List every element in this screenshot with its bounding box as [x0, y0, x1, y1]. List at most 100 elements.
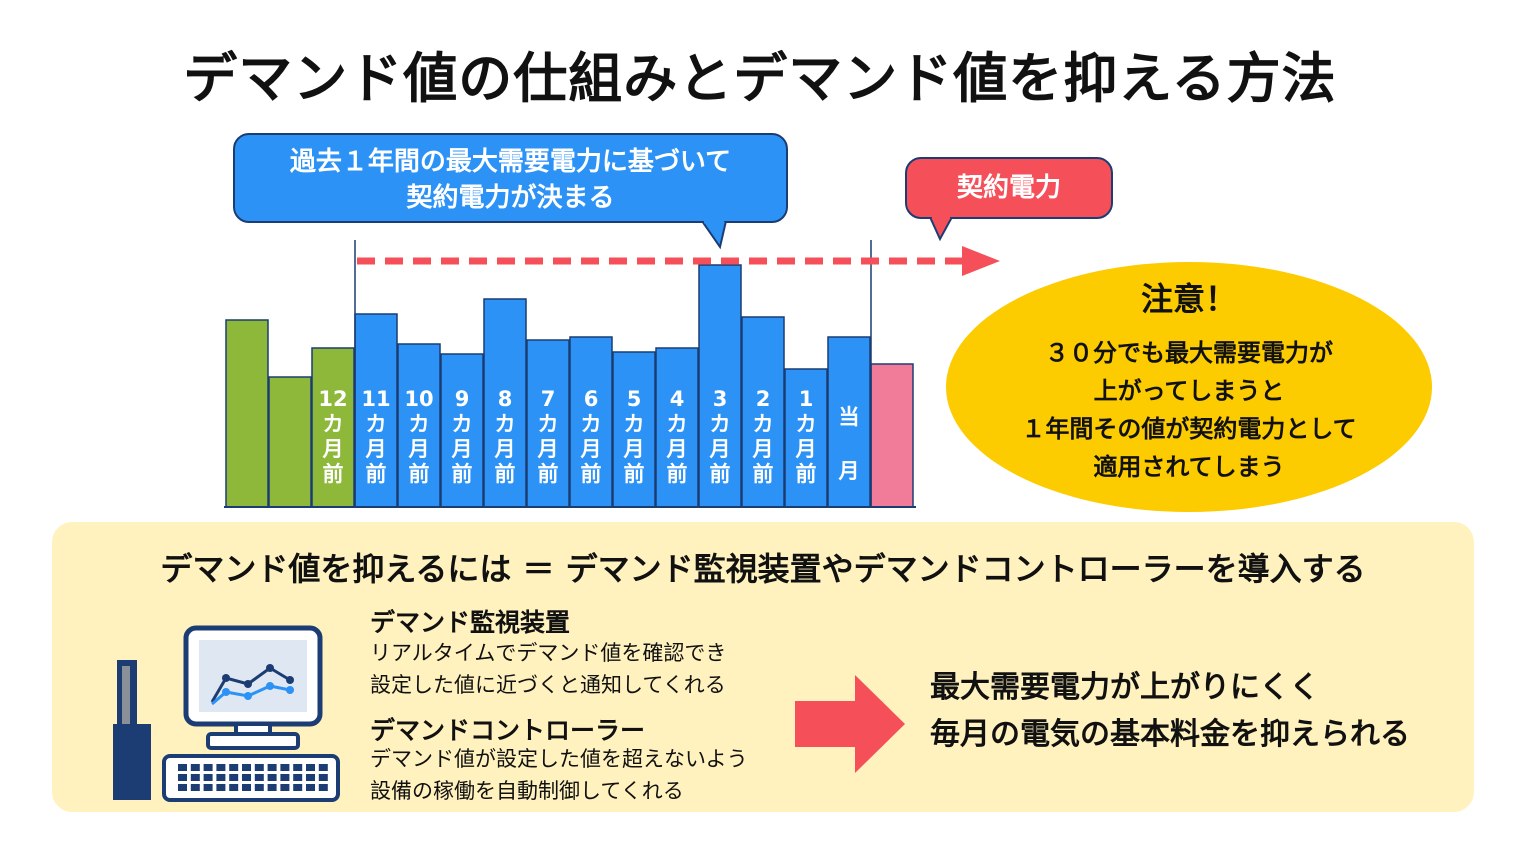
key — [254, 764, 264, 771]
bar-label-char: 5 — [627, 387, 642, 411]
key — [216, 784, 226, 791]
bar-label-char: 11 — [361, 387, 390, 411]
bar-label-char: 前 — [409, 462, 430, 486]
bar-label-char: 前 — [710, 462, 731, 486]
key — [242, 784, 251, 791]
key — [254, 774, 264, 781]
bar-1 — [268, 376, 312, 508]
key — [190, 784, 200, 791]
bar-label-char: 前 — [538, 462, 559, 486]
bar-label-char: 9 — [455, 387, 470, 411]
controller-desc-line: 設備の稼働を自動制御してくれる — [370, 779, 684, 803]
key — [267, 774, 277, 781]
computer-monitor-icon — [113, 625, 340, 802]
bar-label-char: 月 — [838, 459, 860, 483]
key — [203, 784, 213, 791]
key — [242, 774, 251, 781]
bar-5 — [440, 353, 484, 508]
bar-0 — [225, 319, 269, 508]
key — [318, 784, 328, 791]
bar-12 — [741, 316, 785, 508]
contract-arrow-icon — [962, 246, 1000, 276]
bar-label-char: カ — [409, 412, 430, 436]
key — [306, 774, 315, 781]
contract-tail-icon — [928, 217, 954, 242]
key — [280, 784, 290, 791]
bar-label-char: 前 — [495, 462, 516, 486]
bar-label-char: 月 — [537, 437, 559, 461]
bar-label-char: 前 — [667, 462, 688, 486]
bar-label-char: 月 — [365, 437, 387, 461]
bar-label-char: カ — [323, 412, 344, 436]
bar-label-char: 8 — [498, 387, 513, 411]
monitor-device-title: デマンド監視装置 — [370, 608, 571, 637]
bar-label-char: 前 — [366, 462, 387, 486]
key — [203, 764, 213, 771]
monitor-device-desc: リアルタイムでデマンド値を確認でき 設定した値に近づくと通知してくれる — [370, 637, 726, 701]
bar-label-char: 月 — [451, 437, 473, 461]
callout-tail-icon — [700, 221, 728, 250]
key — [229, 784, 239, 791]
key — [306, 764, 315, 771]
bar-label-char: カ — [624, 412, 645, 436]
page-title: デマンド値の仕組みとデマンド値を抑える方法 — [183, 47, 1337, 110]
key — [318, 774, 328, 781]
key — [280, 774, 290, 781]
key — [267, 764, 277, 771]
bar-label-char: 月 — [408, 437, 430, 461]
key — [178, 774, 187, 781]
notice-line: ３０分でも最大需要電力が — [1045, 339, 1333, 367]
callout-line-2: 契約電力が決まる — [406, 183, 615, 213]
result-line: 最大需要電力が上がりにくく — [930, 670, 1320, 705]
notice-line: １年間その値が契約電力として — [1021, 415, 1357, 443]
bar-label-char: 4 — [670, 387, 685, 411]
bar-label-char: 前 — [323, 462, 344, 486]
bar-13 — [784, 368, 828, 508]
bar-label-char: 2 — [756, 387, 771, 411]
callout-line-1: 過去１年間の最大需要電力に基づいて — [289, 147, 732, 177]
result-arrow-icon — [795, 675, 905, 773]
key — [178, 784, 187, 791]
key — [203, 774, 213, 781]
bar-10 — [655, 347, 699, 508]
bar-label-char: 3 — [713, 387, 728, 411]
key — [318, 764, 328, 771]
bar-label-char: 月 — [580, 437, 602, 461]
key — [229, 764, 239, 771]
key — [216, 764, 226, 771]
key — [242, 764, 251, 771]
bar-9 — [612, 351, 656, 508]
bar-label-char: 月 — [709, 437, 731, 461]
result-text: 最大需要電力が上がりにくく 毎月の電気の基本料金を抑えられる — [930, 664, 1410, 758]
bar-label-char: 前 — [796, 462, 817, 486]
bar-label-char: 前 — [624, 462, 645, 486]
key — [254, 784, 264, 791]
bar-label-char: カ — [667, 412, 688, 436]
bar-label-char: カ — [538, 412, 559, 436]
controller-device-title: デマンドコントローラー — [370, 716, 646, 745]
controller-desc-line: デマンド値が設定した値を超えないよう — [370, 747, 748, 771]
contract-power-callout: 契約電力 — [905, 157, 1113, 219]
bar-label-char: 前 — [581, 462, 602, 486]
bar-label-char: 7 — [541, 387, 556, 411]
bar-label-char: 前 — [452, 462, 473, 486]
key — [293, 774, 303, 781]
key — [267, 784, 277, 791]
result-line: 毎月の電気の基本料金を抑えられる — [930, 717, 1410, 752]
bar-4 — [397, 343, 441, 508]
bar-14 — [827, 336, 871, 508]
notice-body: ３０分でも最大需要電力が 上がってしまうと １年間その値が契約電力として 適用さ… — [946, 334, 1432, 486]
key — [293, 764, 303, 771]
bar-label-char: カ — [796, 412, 817, 436]
bar-3 — [354, 313, 398, 508]
notice-heading: 注意！ — [1140, 280, 1237, 318]
key — [293, 784, 303, 791]
bar-label-char: カ — [710, 412, 731, 436]
key — [190, 774, 200, 781]
monitor-desc-line: 設定した値に近づくと通知してくれる — [370, 673, 726, 697]
monitor-desc-line: リアルタイムでデマンド値を確認でき — [370, 641, 727, 665]
bar-label-char: 6 — [584, 387, 599, 411]
bar-label-char: 月 — [623, 437, 645, 461]
key — [190, 764, 200, 771]
bar-label-char: カ — [581, 412, 602, 436]
